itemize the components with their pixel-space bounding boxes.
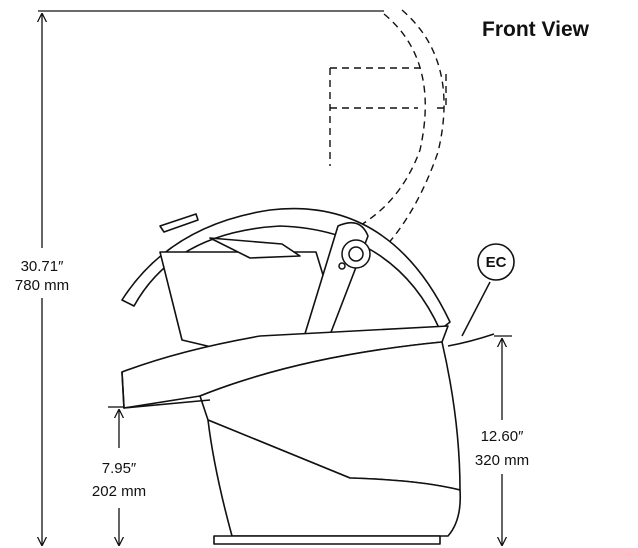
base-drum xyxy=(207,419,462,537)
overall-height-dimension xyxy=(38,10,384,545)
lower-height-mm: 202 mm xyxy=(92,483,146,500)
machine-body xyxy=(121,207,462,545)
diagram-title: Front View xyxy=(482,18,590,41)
open-lid-inner-edge xyxy=(385,9,445,247)
callout-circle xyxy=(477,243,515,281)
side-connector-cable xyxy=(447,333,495,347)
lower-height-inches: 7.95″ xyxy=(102,460,137,477)
open-lid-outline xyxy=(329,9,447,247)
side-height-mm: 320 mm xyxy=(475,452,529,469)
callout-ec: EC xyxy=(477,243,515,281)
side-height-inches: 12.60″ xyxy=(481,428,525,445)
overall-height-mm: 780 mm xyxy=(15,277,69,294)
open-lid-bracket xyxy=(329,67,420,166)
overall-height-inches: 30.71″ xyxy=(21,258,65,275)
pivot-knob-inner xyxy=(348,246,364,262)
lid-handle xyxy=(159,213,199,233)
open-lid-outer-edge xyxy=(351,13,426,231)
side-connector xyxy=(447,281,495,347)
callout-leader xyxy=(461,281,491,337)
output-spout xyxy=(121,371,211,409)
hopper-bin xyxy=(209,237,301,259)
side-height-dimension xyxy=(494,335,512,545)
open-lid-handle xyxy=(436,74,447,109)
callout-label: EC xyxy=(486,254,507,271)
pivot-knob xyxy=(338,239,371,270)
pivot-knob-screw xyxy=(338,262,346,270)
base-foot xyxy=(213,535,441,545)
lower-height-dimension xyxy=(108,406,124,545)
